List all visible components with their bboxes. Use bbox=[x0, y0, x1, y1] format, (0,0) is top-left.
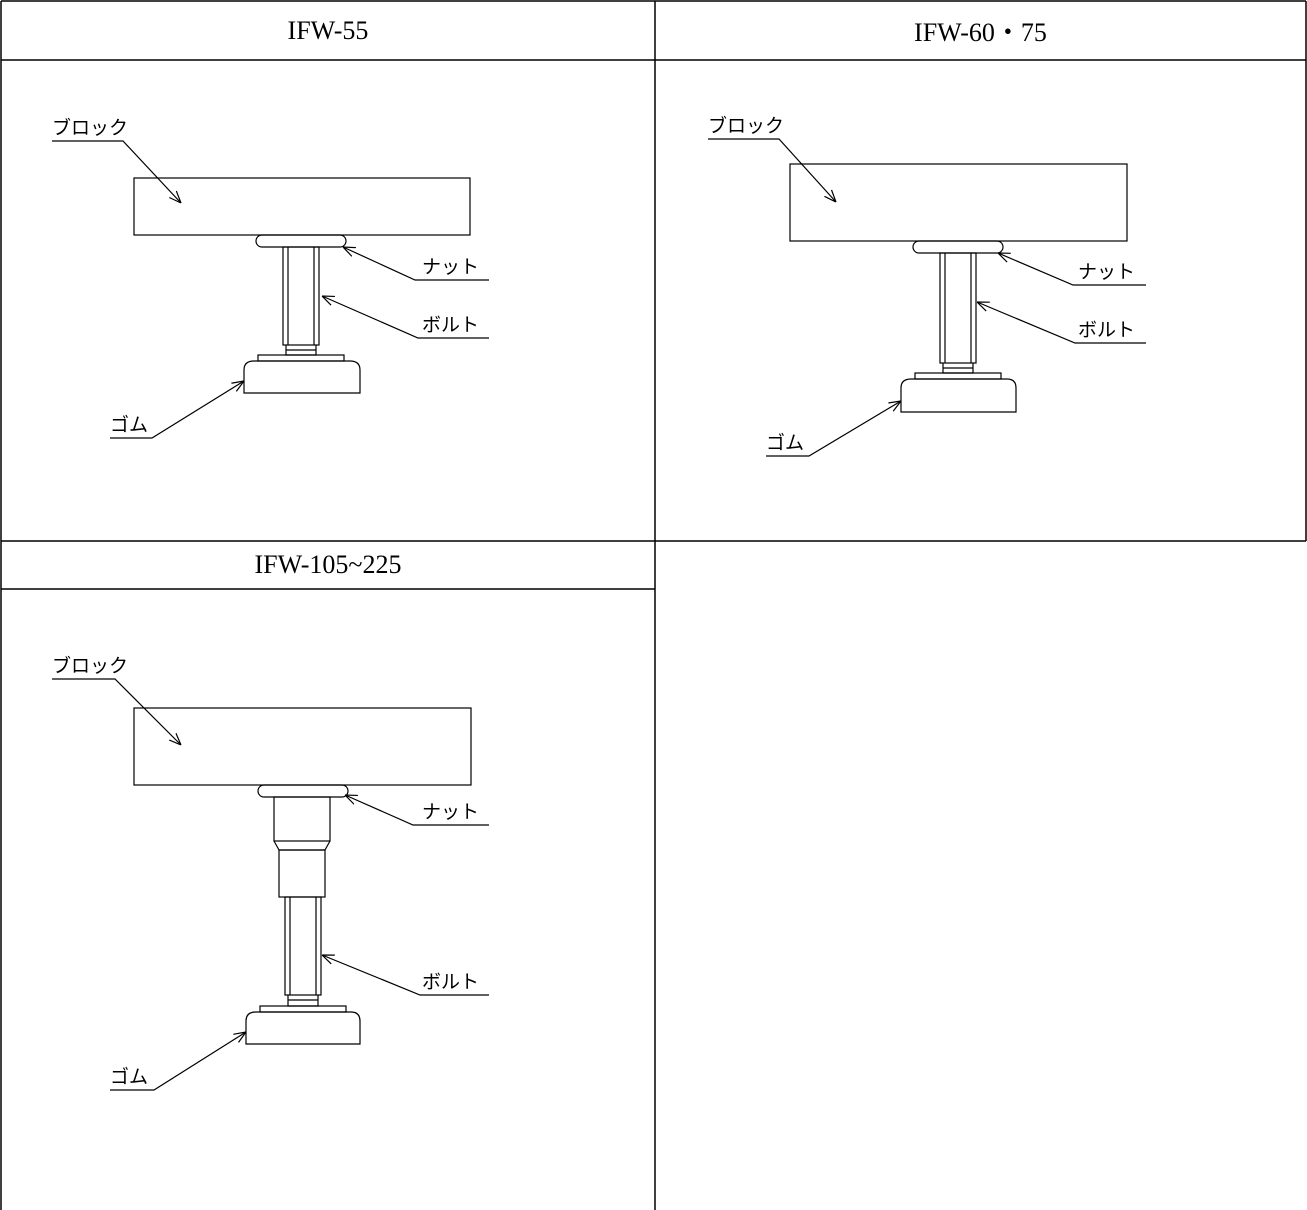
rubber-shape bbox=[243, 360, 361, 394]
bolt-shape bbox=[282, 246, 320, 346]
rubber-shape bbox=[245, 1011, 361, 1045]
block-label: ブロック bbox=[52, 117, 129, 139]
bolt-label: ボルト bbox=[1078, 319, 1136, 341]
sleeve-shape bbox=[273, 796, 331, 842]
nut-label: ナット bbox=[422, 256, 480, 278]
rubber-label: ゴム bbox=[110, 1066, 149, 1088]
panel-title-ifw-60-75: IFW-60・75 bbox=[914, 18, 1047, 47]
nut-label: ナット bbox=[422, 801, 480, 823]
washer-shape bbox=[259, 1005, 347, 1013]
block-shape bbox=[133, 707, 472, 786]
rubber-shape bbox=[900, 378, 1017, 413]
bolt-shape bbox=[284, 896, 322, 996]
block-label: ブロック bbox=[708, 115, 785, 137]
rubber-label: ゴム bbox=[766, 432, 805, 454]
panel-title-ifw-55: IFW-55 bbox=[287, 15, 369, 45]
nut-label: ナット bbox=[1078, 261, 1136, 283]
rubber-label: ゴム bbox=[110, 414, 149, 436]
sleeve-lower-shape bbox=[278, 849, 326, 898]
bolt-label: ボルト bbox=[422, 971, 480, 993]
block-label: ブロック bbox=[52, 655, 129, 677]
bolt-label: ボルト bbox=[422, 314, 480, 336]
nut-shape bbox=[257, 784, 349, 798]
panel-title-ifw-105-225: IFW-105~225 bbox=[254, 550, 402, 579]
